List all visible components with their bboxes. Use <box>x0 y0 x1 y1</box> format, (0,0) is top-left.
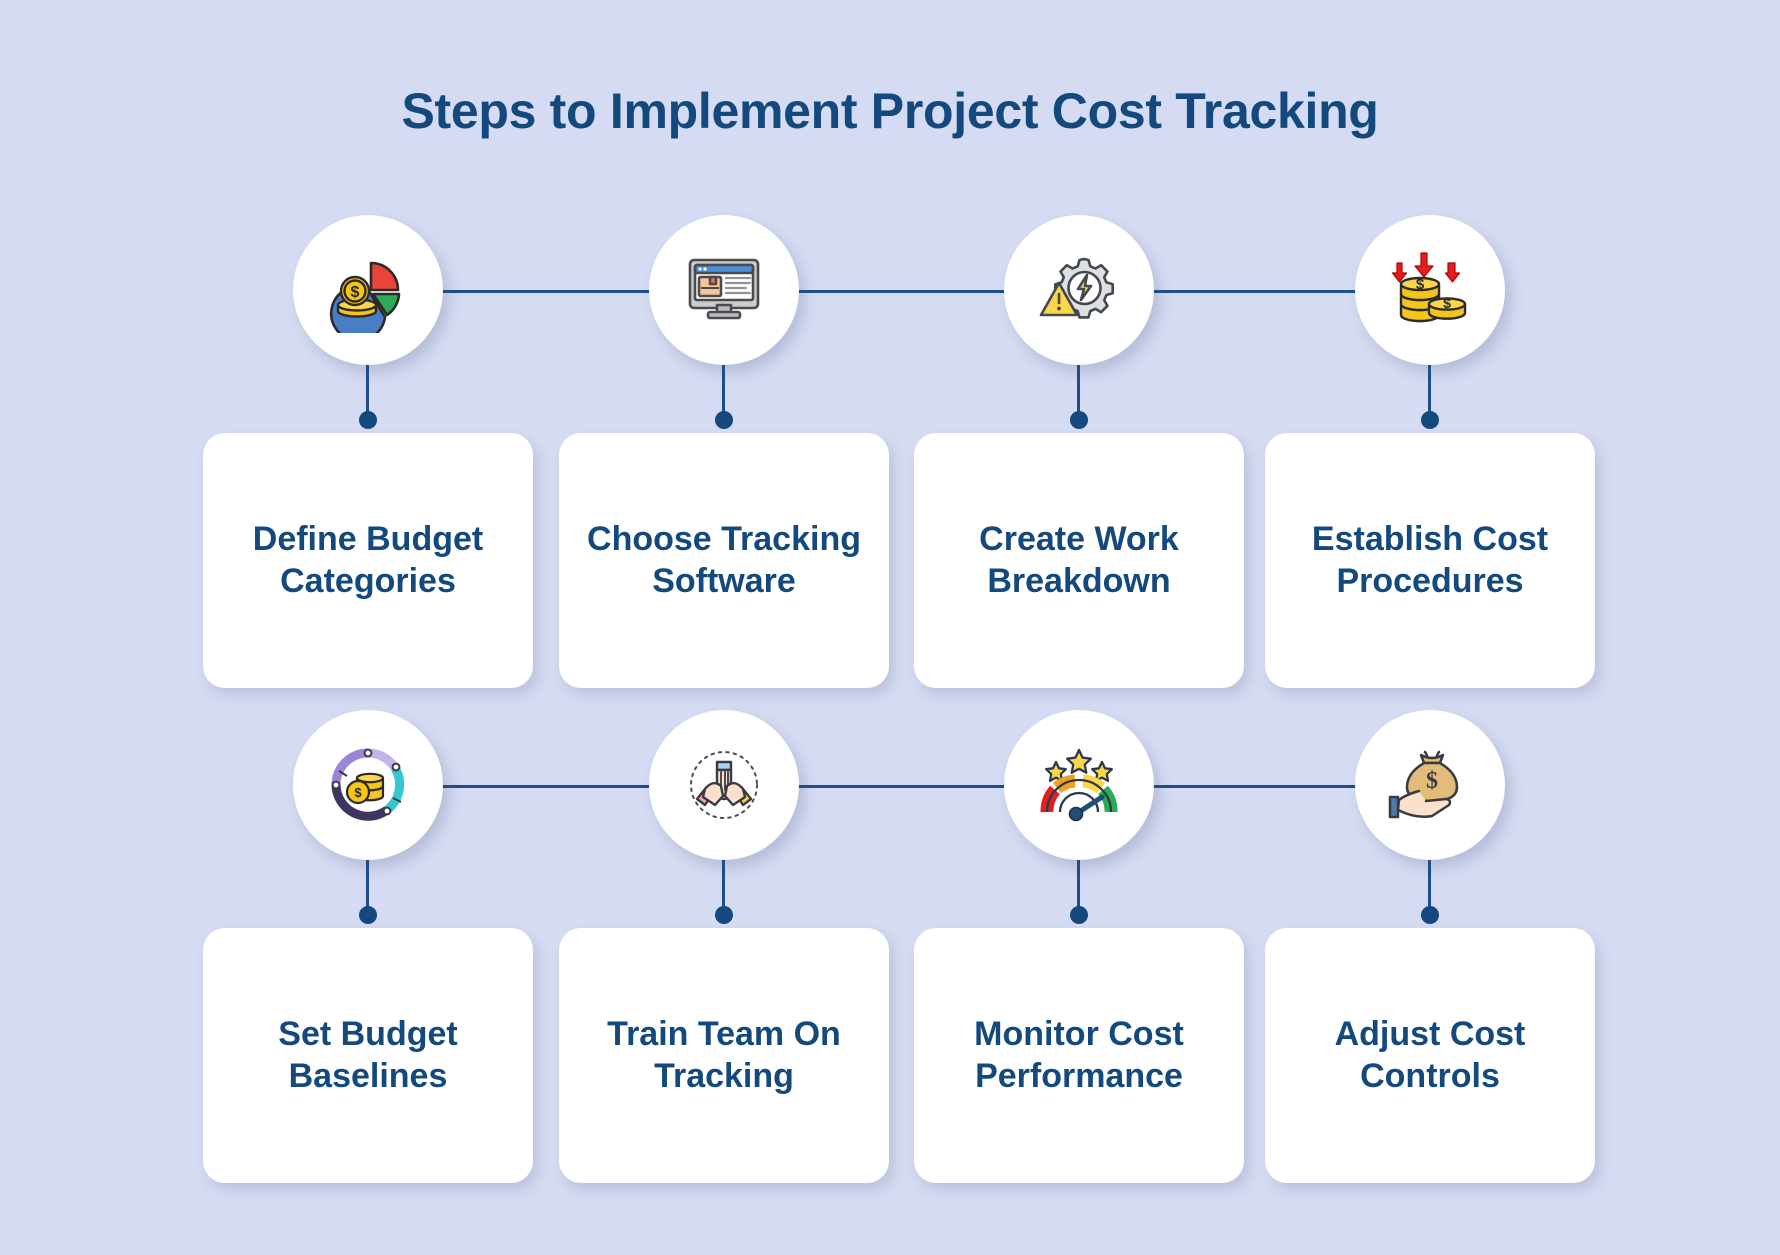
connector-dot-3 <box>1070 411 1088 429</box>
step-card-label-7: Monitor Cost Performance <box>974 1015 1184 1095</box>
vertical-connector-8 <box>1428 850 1431 914</box>
connector-dot-8 <box>1421 906 1439 924</box>
step-icon-circle-5[interactable]: $ <box>293 710 443 860</box>
vertical-connector-7 <box>1077 850 1080 914</box>
svg-text:$: $ <box>1416 276 1425 293</box>
connector-dot-6 <box>715 906 733 924</box>
svg-text:$: $ <box>1443 295 1451 311</box>
step-card-label-8: Adjust Cost Controls <box>1334 1015 1526 1095</box>
coins-down-arrows-icon: $ $ <box>1387 247 1473 333</box>
gauge-stars-icon <box>1036 742 1122 828</box>
svg-text:$: $ <box>354 785 362 800</box>
connector-dot-2 <box>715 411 733 429</box>
connector-dot-4 <box>1421 411 1439 429</box>
step-card-label-1: Define Budget Categories <box>252 520 484 600</box>
step-icon-circle-1[interactable]: $ <box>293 215 443 365</box>
svg-text:$: $ <box>1426 768 1438 794</box>
step-card-label-3: Create Work Breakdown <box>979 520 1179 600</box>
hand-money-bag-icon: $ <box>1387 742 1473 828</box>
step-card-label-4: Establish Cost Procedures <box>1311 520 1549 600</box>
teamwork-hands-icon <box>681 742 767 828</box>
vertical-connector-1 <box>366 355 369 419</box>
page-title: Steps to Implement Project Cost Tracking <box>401 83 1379 139</box>
step-card-1[interactable]: Define Budget Categories <box>203 433 533 688</box>
connector-dot-7 <box>1070 906 1088 924</box>
step-card-7[interactable]: Monitor Cost Performance <box>914 928 1244 1183</box>
step-card-label-2: Choose Tracking Software <box>587 520 861 600</box>
horizontal-connector-row-1 <box>368 290 1420 293</box>
step-card-8[interactable]: Adjust Cost Controls <box>1265 928 1595 1183</box>
step-card-5[interactable]: Set Budget Baselines <box>203 928 533 1183</box>
step-icon-circle-7[interactable] <box>1004 710 1154 860</box>
step-card-label-5: Set Budget Baselines <box>278 1015 458 1095</box>
donut-chart-coins-icon: $ <box>325 742 411 828</box>
monitor-software-icon <box>681 247 767 333</box>
step-icon-circle-2[interactable] <box>649 215 799 365</box>
step-card-2[interactable]: Choose Tracking Software <box>559 433 889 688</box>
step-icon-circle-4[interactable]: $ $ <box>1355 215 1505 365</box>
vertical-connector-5 <box>366 850 369 914</box>
step-card-6[interactable]: Train Team On Tracking <box>559 928 889 1183</box>
step-card-3[interactable]: Create Work Breakdown <box>914 433 1244 688</box>
horizontal-connector-row-2 <box>368 785 1420 788</box>
step-icon-circle-6[interactable] <box>649 710 799 860</box>
vertical-connector-4 <box>1428 355 1431 419</box>
vertical-connector-6 <box>722 850 725 914</box>
vertical-connector-3 <box>1077 355 1080 419</box>
connector-dot-5 <box>359 906 377 924</box>
step-icon-circle-8[interactable]: $ <box>1355 710 1505 860</box>
vertical-connector-2 <box>722 355 725 419</box>
gear-warning-icon <box>1036 247 1122 333</box>
connector-dot-1 <box>359 411 377 429</box>
svg-text:$: $ <box>351 284 360 301</box>
step-card-4[interactable]: Establish Cost Procedures <box>1265 433 1595 688</box>
step-icon-circle-3[interactable] <box>1004 215 1154 365</box>
pie-chart-coins-icon: $ <box>325 247 411 333</box>
step-card-label-6: Train Team On Tracking <box>607 1015 841 1095</box>
